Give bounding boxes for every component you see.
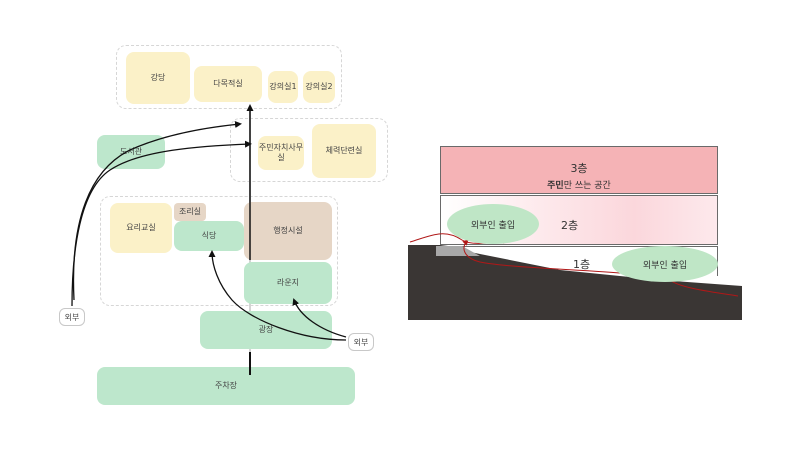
external-label-left: 외부	[59, 308, 85, 326]
floor-1-title: 1층	[573, 253, 590, 272]
room-admin: 행정시설	[244, 202, 332, 260]
room-cafeteria: 식당	[174, 221, 244, 251]
floor-2-label: 2층	[561, 219, 579, 232]
floor-1-label: 1층	[573, 258, 591, 271]
room-community-office: 주민자치사무실	[258, 136, 304, 170]
room-library: 도서관	[97, 135, 165, 169]
room-lecture-1: 강의실1	[268, 71, 298, 103]
external-label-text: 외부	[64, 312, 80, 322]
room-label: 식당	[201, 231, 217, 241]
room-cooking-class: 요리교실	[110, 203, 172, 253]
room-label: 다목적실	[213, 79, 243, 89]
room-lecture-2: 강의실2	[303, 71, 335, 103]
entrance-upper-label: 외부인 출입	[470, 220, 516, 231]
floor-3-title: 3층	[441, 157, 717, 176]
room-parking: 주차장	[97, 367, 355, 405]
room-kitchen: 조리실	[174, 203, 206, 221]
floor-3-caption-bold: 주민	[547, 181, 564, 191]
floor-2-title: 2층	[561, 214, 578, 233]
room-lounge: 라운지	[244, 262, 332, 304]
room-label: 강의실1	[269, 82, 297, 92]
entrance-upper-oval: 외부인 출입	[447, 204, 539, 244]
floor-3-caption-rest: 만 쓰는 공간	[563, 181, 611, 191]
room-auditorium: 강당	[126, 52, 190, 104]
room-fitness: 체력단련실	[312, 124, 376, 178]
floor-3-caption: 주민만 쓰는 공간	[441, 173, 717, 192]
room-label: 주민자치사무실	[258, 143, 304, 162]
room-label: 라운지	[276, 278, 300, 288]
room-plaza: 광장	[200, 311, 332, 349]
entrance-lower-label: 외부인 출입	[642, 260, 688, 271]
room-label: 조리실	[178, 207, 202, 217]
room-label: 강의실2	[305, 82, 333, 92]
room-label: 광장	[258, 325, 274, 335]
room-multipurpose: 다목적실	[194, 66, 262, 102]
room-label: 강당	[150, 73, 166, 83]
room-label: 도서관	[119, 147, 143, 157]
external-label-right: 외부	[348, 333, 374, 351]
external-label-text: 외부	[353, 337, 369, 347]
room-label: 주차장	[214, 381, 238, 391]
room-label: 요리교실	[126, 223, 156, 233]
floor-3-label: 3층	[570, 162, 588, 175]
room-label: 체력단련실	[325, 146, 363, 156]
floor-3: 3층 주민만 쓰는 공간	[440, 146, 718, 194]
zone-top	[116, 45, 342, 109]
entrance-lower-oval: 외부인 출입	[612, 246, 718, 282]
room-label: 행정시설	[273, 226, 303, 236]
